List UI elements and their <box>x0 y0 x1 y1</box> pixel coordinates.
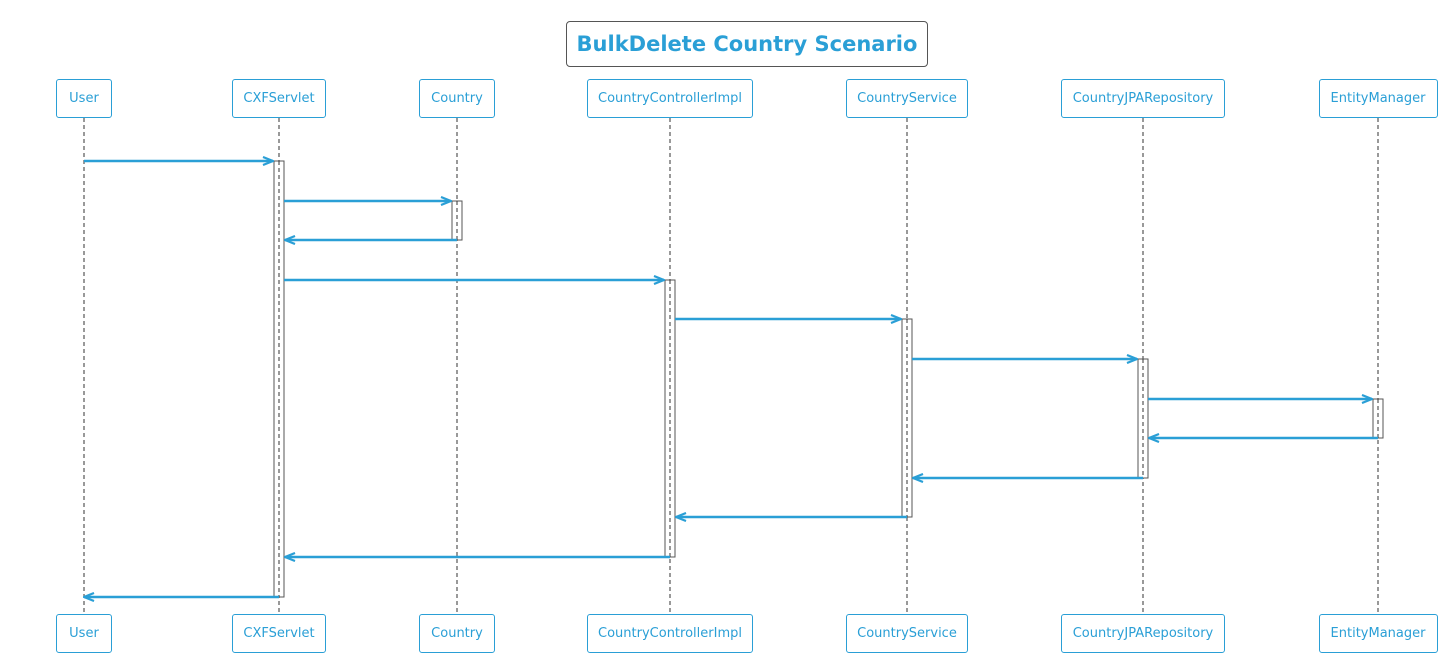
activation-controller <box>664 279 676 558</box>
participant-user-top: User <box>56 79 112 118</box>
participant-countryservice-top: CountryService <box>846 79 968 118</box>
participant-country-bottom: Country <box>419 614 495 653</box>
participant-user-bottom: User <box>56 614 112 653</box>
participant-entitymanager-top: EntityManager <box>1318 79 1438 118</box>
participant-countryservice-bottom: CountryService <box>846 614 968 653</box>
participant-countrycontrollerimpl-top: CountryControllerImpl <box>587 79 753 118</box>
participant-countryjparepository-bottom: CountryJPARepository <box>1061 614 1225 653</box>
activation-country <box>451 200 463 241</box>
diagram-title: BulkDelete Country Scenario <box>566 21 928 67</box>
participant-entitymanager-bottom: EntityManager <box>1318 614 1438 653</box>
participant-countryjparepository-top: CountryJPARepository <box>1061 79 1225 118</box>
participant-countrycontrollerimpl-bottom: CountryControllerImpl <box>587 614 753 653</box>
activation-em <box>1372 398 1384 439</box>
participant-cxfservlet-bottom: CXFServlet <box>232 614 326 653</box>
participant-country-top: Country <box>419 79 495 118</box>
participant-cxfservlet-top: CXFServlet <box>232 79 326 118</box>
